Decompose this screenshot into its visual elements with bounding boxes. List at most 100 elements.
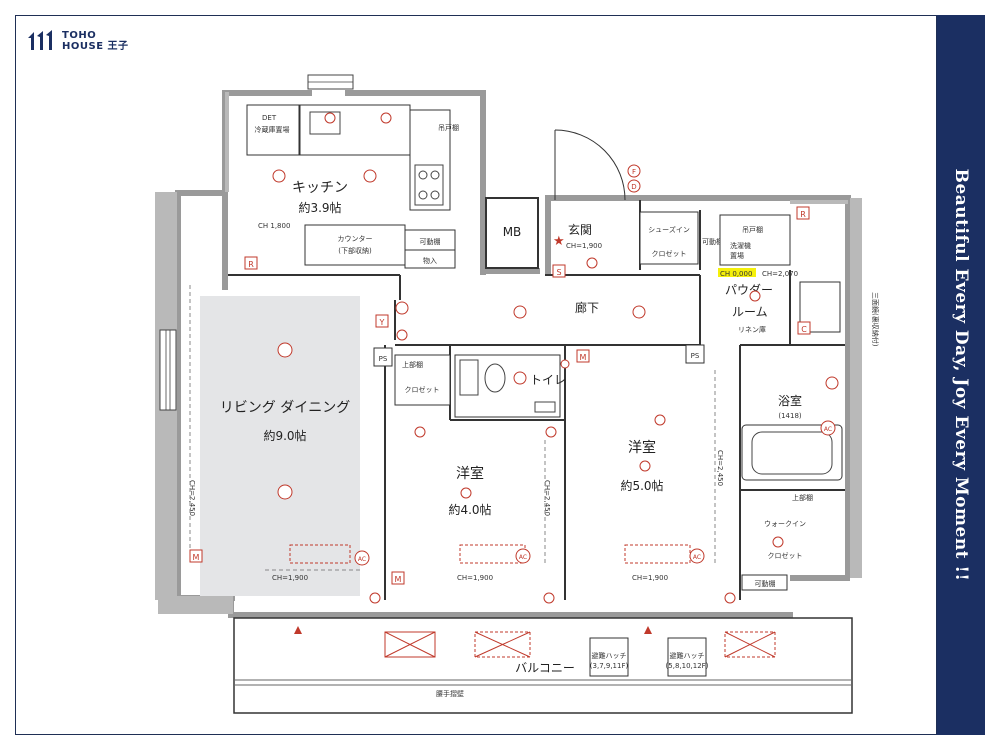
marker-s: S [556, 268, 561, 277]
hatch1-box [589, 637, 629, 677]
interior-walls [228, 200, 845, 600]
storage-label: 物入 [423, 256, 437, 265]
linen-label: リネン庫 [738, 325, 766, 334]
western2-ch-side: CH=2,450 [716, 450, 724, 486]
entrance-ch: CH=1,900 [566, 242, 602, 250]
arrow-marker-1 [294, 626, 302, 634]
brand-line1: TOHO [62, 30, 97, 41]
brand-line2: HOUSE 王子 [62, 41, 129, 52]
western2-name: 洋室 [628, 439, 656, 456]
marker-m1: M [193, 553, 200, 562]
fridge-det-tag: DET [262, 114, 277, 122]
marker-r2: R [800, 210, 806, 219]
closet-area: 上部棚 クロゼット PS [373, 347, 451, 406]
ldk-name: リビング ダイニング [220, 400, 350, 416]
ldk-ch-side: CH=2,450 [188, 480, 196, 516]
movable-shelf-label: 可動棚 [420, 237, 441, 246]
kitchen-area: 冷蔵庫置場 DET 吊戸棚 キッチン 約3.9帖 CH 1,800 カウンター … [246, 104, 459, 269]
kitchen-ch: CH 1,800 [258, 222, 290, 230]
counter-label-1: カウンター [338, 234, 373, 243]
powder-name-1: パウダー [725, 282, 773, 297]
powder-area: 吊戸棚 洗濯機 置場 CH 0,000 CH=2,070 パウダー ルーム リネ… [685, 214, 880, 364]
fridge-label: 冷蔵庫置場 [255, 125, 290, 134]
marker-ac3: AC [693, 554, 701, 561]
dashed-guides [189, 285, 716, 571]
marker-c: C [801, 325, 807, 334]
western1-ch: CH=1,900 [457, 574, 493, 582]
hanging-shelf-label: 吊戸棚 [438, 123, 459, 132]
hatch2-label: 避難ハッチ [670, 651, 705, 660]
marker-ac4: AC [824, 426, 832, 433]
left-window [159, 329, 177, 411]
ldk-ch: CH=1,900 [272, 574, 308, 582]
balcony-area: バルコニー 腰手摺壁 避難ハッチ (3,7,9,11F) 避難ハッチ (5,8,… [233, 617, 853, 714]
powder-ch2: CH=2,070 [762, 270, 798, 278]
hatch2-floors: (5,8,10,12F) [666, 662, 709, 670]
hallway-name: 廊下 [575, 300, 599, 315]
ps2-label: PS [691, 352, 700, 360]
entrance-area: 玄関 CH=1,900 ★ 廊下 [553, 129, 626, 315]
marker-r1: R [248, 260, 254, 269]
brand-logo: TOHO HOUSE 王子 [26, 30, 129, 52]
marker-m2: M [395, 575, 402, 584]
ps1-label: PS [379, 355, 388, 363]
ac-unit-2 [474, 631, 531, 658]
western2-size: 約5.0帖 [620, 478, 663, 493]
brand-name: TOHO HOUSE 王子 [62, 30, 129, 52]
toilet-area: トイレ [454, 354, 566, 418]
marker-d: D [631, 183, 636, 191]
marker-f: F [632, 168, 636, 176]
mb-box [485, 197, 539, 269]
western1-ch-side: CH=2,450 [543, 480, 551, 516]
side-storage-label: 三面鏡(裏収納付) [871, 292, 880, 347]
lighting-fixtures [272, 112, 839, 604]
bath-area: 浴室 (1418) [741, 393, 843, 481]
ac-unit-3 [724, 631, 776, 658]
shoe-movable: 可動棚 [702, 237, 723, 246]
western2-ch: CH=1,900 [632, 574, 668, 582]
kitchen-size: 約3.9帖 [298, 200, 341, 215]
powder-name-2: ルーム [732, 305, 768, 319]
balcony-name: バルコニー [515, 661, 575, 675]
mb-label: MB [503, 225, 522, 239]
counter-label-2: (下部収納) [338, 246, 372, 255]
toho-house-logo-icon [28, 30, 52, 50]
marker-y: Y [379, 318, 385, 327]
side-banner [937, 15, 985, 735]
hanging2-label: 吊戸棚 [742, 225, 763, 234]
balcony-rail: 腰手摺壁 [436, 689, 464, 698]
upper-shelf-label: 上部棚 [402, 360, 423, 369]
page-frame [15, 15, 937, 735]
marker-ac1: AC [358, 556, 366, 563]
ac-indoor-boxes [289, 544, 691, 564]
shoe-label-2: クロゼット [652, 249, 687, 258]
marker-ac2: AC [519, 554, 527, 561]
star-icon: ★ [553, 234, 565, 249]
ldk-rug-area [200, 296, 360, 596]
western2-area: 洋室 約5.0帖 CH=1,900 CH=2,450 [620, 439, 724, 582]
walkin-movable: 可動棚 [755, 579, 776, 588]
toilet-name: トイレ [530, 373, 566, 387]
ldk-size: 約9.0帖 [263, 428, 306, 443]
kitchen-name: キッチン [292, 180, 348, 196]
hatch1-label: 避難ハッチ [592, 651, 627, 660]
hatch1-floors: (3,7,9,11F) [590, 662, 629, 670]
bath-name: 浴室 [778, 393, 802, 408]
western1-area: 洋室 約4.0帖 CH=1,900 CH=2,450 [448, 465, 551, 582]
arrow-marker-2 [644, 626, 652, 634]
washer-label-1: 洗濯機 [730, 241, 751, 250]
shoe-label-1: シューズイン [648, 225, 690, 234]
shoe-closet-area: シューズイン クロゼット 可動棚 [639, 211, 723, 265]
closet-label: クロゼット [405, 385, 440, 394]
powder-ch: CH 0,000 [720, 270, 752, 278]
ch-highlight [718, 268, 756, 277]
walkin-name-1: ウォークイン [764, 520, 806, 528]
entrance-door-swing [554, 129, 626, 201]
walkin-name-2: クロゼット [768, 551, 803, 560]
equipment-markers: R R S F D M M M C Y AC AC AC AC [189, 164, 836, 585]
marker-m3: M [580, 353, 587, 362]
ac-unit-1 [384, 631, 436, 658]
ldk-area: リビング ダイニング 約9.0帖 CH=1,900 CH=2,450 [188, 400, 350, 582]
entrance-name: 玄関 [568, 222, 592, 237]
